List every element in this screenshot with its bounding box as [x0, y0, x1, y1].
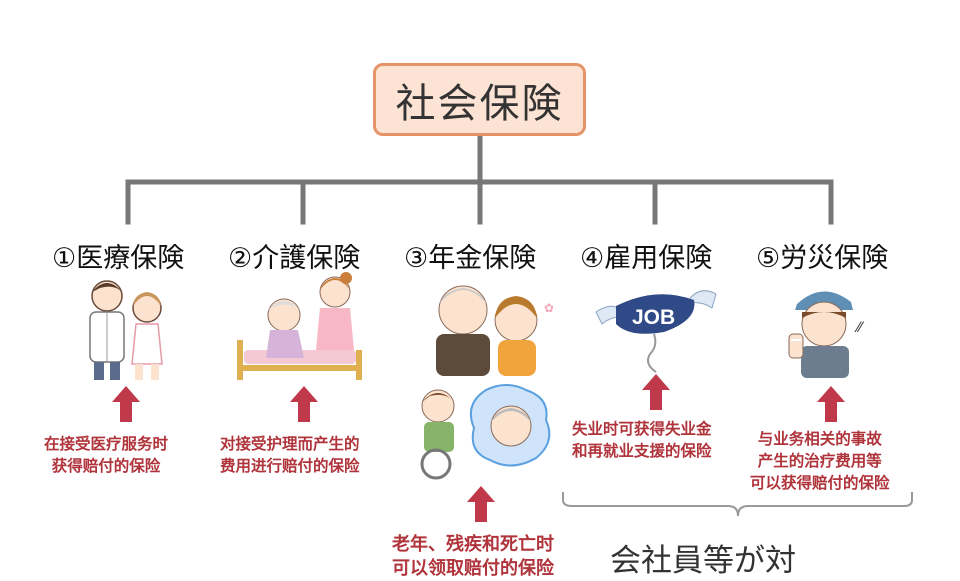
description-line: 产生的治疗费用等	[757, 452, 882, 470]
arrow-up-workers-comp	[817, 386, 845, 422]
arrow-up-medical	[112, 386, 140, 422]
description-pension: 老年、残疾和死亡时 可以领取赔付的保险	[392, 533, 554, 581]
svg-text:✿: ✿	[544, 301, 553, 315]
description-line: 老年、残疾和死亡时	[392, 534, 554, 555]
doctor-and-nurse-illustration	[89, 280, 163, 380]
description-medical: 在接受医疗服务时 获得赔付的保险	[44, 433, 168, 477]
category-title-medical: ①医療保険	[52, 243, 185, 274]
job-sign-text: JOB	[632, 306, 675, 329]
description-line: 与业务相关的事故	[757, 430, 882, 448]
arrow-up-nursing-care	[290, 386, 318, 422]
category-title-nursing-care: ②介護保険	[228, 243, 361, 274]
category-title-employment: ④雇用保険	[580, 243, 713, 274]
description-workers-comp: 与业务相关的事故 产生的治疗费用等 可以获得赔付的保险	[750, 428, 890, 494]
root-node-box: 社会保険	[373, 63, 586, 136]
category-title-pension: ③年金保険	[404, 243, 537, 274]
injured-worker-illustration: ⁄⁄	[788, 291, 864, 378]
description-line: 可以获得赔付的保险	[750, 474, 890, 492]
flying-job-sign-illustration: JOB	[595, 290, 717, 373]
arrow-up-pension	[467, 486, 495, 522]
description-line: 费用进行赔付的保险	[220, 457, 360, 475]
description-line: 和再就业支援的保险	[572, 442, 712, 460]
description-nursing-care: 对接受护理而产生的 费用进行赔付的保险	[220, 433, 360, 477]
description-line: 可以领取赔付的保险	[392, 558, 554, 579]
footer-caption: 会社員等が対	[610, 543, 796, 579]
svg-text:⁄⁄: ⁄⁄	[854, 320, 864, 336]
arrow-up-employment	[642, 374, 670, 410]
description-line: 在接受医疗服务时	[44, 435, 169, 453]
description-line: 对接受护理而产生的	[220, 435, 360, 453]
wheelchair-and-portrait-illustration	[420, 384, 551, 480]
group-bracket	[562, 492, 913, 517]
description-line: 失业时可获得失业金	[572, 420, 712, 438]
caregiver-and-elderly-bed-illustration	[237, 272, 362, 380]
elderly-couple-illustration: ✿	[436, 285, 553, 376]
description-line: 获得赔付的保险	[51, 457, 161, 475]
root-node-label: 社会保険	[395, 80, 564, 127]
category-title-workers-comp: ⑤労災保険	[756, 243, 889, 274]
description-employment: 失业时可获得失业金 和再就业支援的保险	[572, 418, 712, 462]
